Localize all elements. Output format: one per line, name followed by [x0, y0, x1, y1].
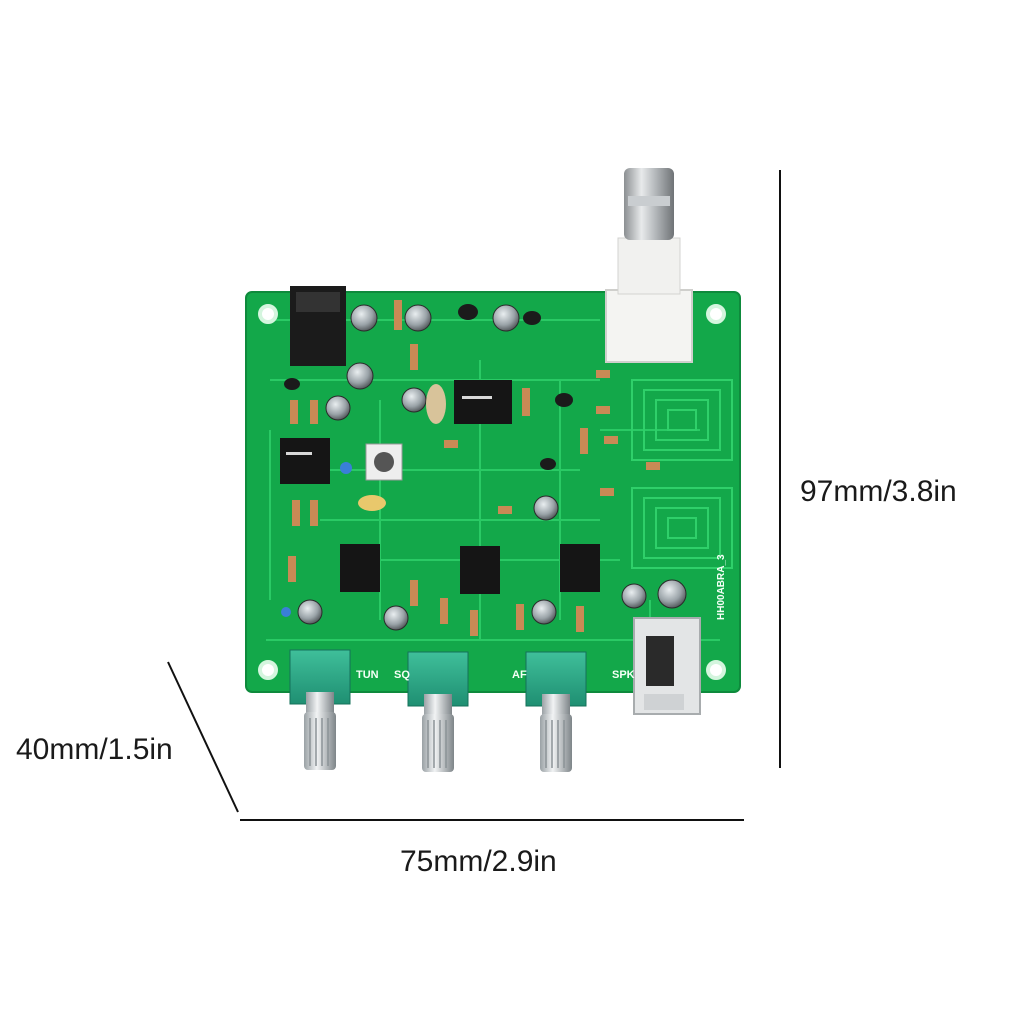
depth-dimension-label: 40mm/1.5in: [16, 733, 173, 766]
knob-af: [525, 651, 587, 772]
transistors: [284, 304, 573, 470]
coil-antenna-bottom: [631, 487, 733, 569]
small-components: [281, 300, 660, 636]
bnc-antenna-connector: [605, 168, 693, 363]
depth-dimension-line: [167, 661, 239, 813]
coil-antenna-top: [631, 379, 733, 461]
silk-label-spk: SPK: [612, 669, 635, 681]
knob-tun: [289, 649, 351, 770]
width-dimension-label: 75mm/2.9in: [400, 845, 557, 878]
audio-jack-speaker: [633, 617, 701, 715]
silk-label-tun: TUN: [356, 669, 379, 681]
knob-sq: [407, 651, 469, 772]
dc-power-jack: [290, 286, 346, 366]
mounting-holes: [258, 304, 726, 680]
electrolytic-capacitors: [297, 304, 687, 631]
ic-chips: [280, 380, 600, 594]
dimension-lines: [167, 170, 781, 821]
height-dimension-label: 97mm/3.8in: [800, 475, 957, 508]
silk-label-sq: SQ: [394, 669, 410, 681]
silk-label-af: AF: [512, 669, 527, 681]
silk-board-id: HH00ABRA_3: [716, 554, 727, 620]
